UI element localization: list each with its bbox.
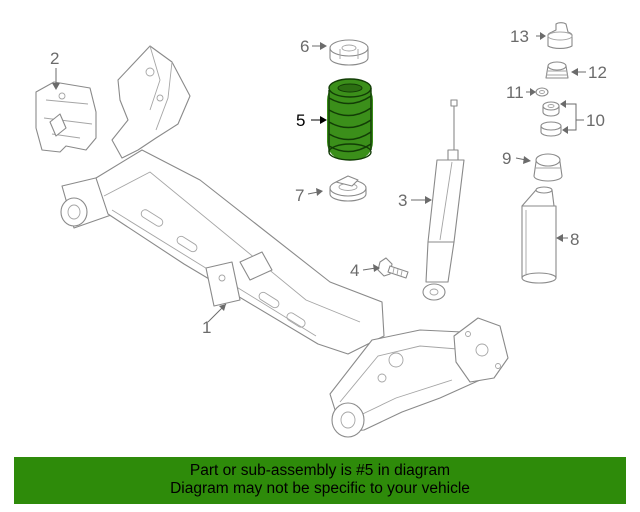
callout-10: 10	[586, 111, 605, 130]
small-washer-drawing	[535, 87, 549, 97]
callout-numbers: 1 2 3 4 5 6 7 8 9 10 11 12 13	[50, 27, 607, 337]
coil-spring-drawing	[327, 78, 373, 161]
callout-leaders	[52, 32, 586, 323]
lower-spring-seat-drawing	[329, 175, 367, 202]
callout-7: 7	[295, 186, 304, 205]
dust-boot-drawing	[521, 186, 557, 284]
bracket-drawing	[35, 81, 97, 153]
callout-13: 13	[510, 27, 529, 46]
bump-stop-drawing	[533, 153, 563, 182]
callout-11: 11	[506, 83, 524, 102]
callout-6: 6	[300, 37, 309, 56]
axle-beam-drawing	[60, 45, 509, 438]
washers-drawing	[540, 101, 562, 137]
callout-12: 12	[588, 63, 607, 82]
parts-diagram: 1 2 3 4 5 6 7 8 9 10 11 12 13	[35, 22, 607, 438]
banner-line-1: Part or sub-assembly is #5 in diagram	[189, 462, 451, 479]
bushing-drawing	[545, 61, 569, 79]
callout-8: 8	[570, 230, 579, 249]
upper-spring-seat-drawing	[329, 39, 369, 66]
shock-absorber-drawing	[422, 99, 465, 301]
callout-4: 4	[350, 261, 359, 280]
info-banner: Part or sub-assembly is #5 in diagram Di…	[14, 457, 626, 504]
callout-5: 5	[296, 111, 305, 130]
banner-line-2: Diagram may not be specific to your vehi…	[170, 480, 470, 497]
callout-3: 3	[398, 191, 407, 210]
callout-2: 2	[50, 49, 59, 68]
mount-cap-drawing	[547, 22, 573, 49]
bolt-drawing	[377, 257, 409, 279]
callout-9: 9	[502, 149, 511, 168]
callout-1: 1	[202, 318, 211, 337]
